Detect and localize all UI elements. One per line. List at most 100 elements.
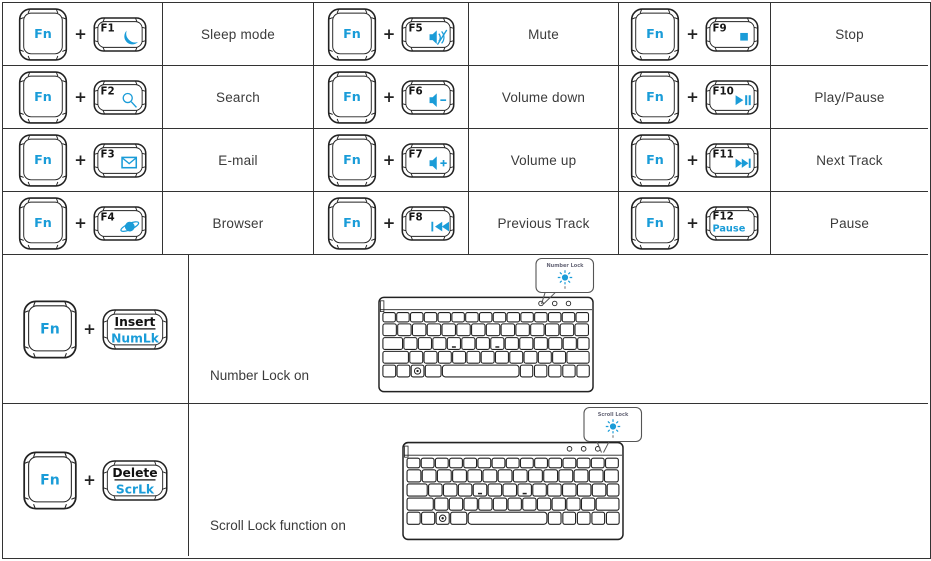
plus-sign: +: [382, 214, 396, 232]
shortcut-combo-f10: Fn + F10: [619, 66, 771, 129]
plus-sign: +: [382, 25, 396, 43]
plus-sign: +: [686, 25, 699, 43]
shortcut-combo-f2: Fn + F2: [3, 66, 163, 129]
email-icon: [121, 156, 137, 168]
action-label: Search: [163, 66, 314, 129]
action-label: Browser: [163, 192, 314, 255]
f8-key: F8: [401, 205, 455, 241]
action-label: E-mail: [163, 129, 314, 192]
play-pause-icon: [735, 94, 751, 105]
stop-icon: [740, 32, 748, 41]
fn-key: Fn: [327, 7, 376, 61]
action-label: Volume down: [469, 66, 619, 129]
fn-key: Fn: [327, 133, 376, 187]
svg-text:Insert: Insert: [114, 314, 155, 328]
action-label: Volume up: [469, 129, 619, 192]
keyboard-illustration: [402, 441, 624, 541]
shortcut-combo-f5: Fn + F5: [314, 3, 469, 66]
svg-text:Fn: Fn: [40, 472, 60, 488]
svg-text:F12: F12: [712, 210, 733, 222]
svg-text:Fn: Fn: [343, 89, 361, 104]
action-label: Stop: [771, 3, 928, 66]
plus-sign: +: [74, 151, 87, 169]
led-glow-icon: [605, 418, 621, 434]
shortcut-combo-f3: Fn + F3: [3, 129, 163, 192]
plus-sign: +: [74, 88, 87, 106]
svg-text:Delete: Delete: [112, 465, 157, 479]
fn-key: Fn: [19, 7, 68, 61]
svg-text:Fn: Fn: [343, 152, 361, 167]
svg-text:F11: F11: [712, 148, 733, 160]
shortcut-combo-f7: Fn + F7: [314, 129, 469, 192]
svg-text:NumLk: NumLk: [111, 331, 160, 345]
shortcut-combo-f11: Fn + F11: [619, 129, 771, 192]
plus-sign: +: [74, 214, 87, 232]
fn-key: Fn: [327, 70, 376, 124]
previous-track-icon: [431, 220, 451, 232]
volume-down-icon: [430, 93, 447, 107]
svg-text:Pause: Pause: [712, 223, 745, 234]
action-label: Previous Track: [469, 192, 619, 255]
led-glow-icon: [557, 269, 573, 285]
mute-icon: [430, 29, 447, 44]
plus-sign: +: [382, 151, 396, 169]
svg-text:F10: F10: [712, 85, 733, 97]
f10-key: F10: [705, 79, 759, 115]
action-label: Mute: [469, 3, 619, 66]
svg-text:Fn: Fn: [343, 26, 361, 41]
numlock-caption: Number Lock on: [210, 368, 310, 383]
moon-icon: [124, 30, 138, 44]
svg-text:F1: F1: [100, 22, 114, 34]
fn-key: Fn: [19, 70, 68, 124]
svg-text:Number Lock: Number Lock: [546, 263, 584, 269]
shortcut-combo-f4: Fn + F4: [3, 192, 163, 255]
action-label: Pause: [771, 192, 928, 255]
svg-text:ScrLk: ScrLk: [116, 482, 155, 496]
svg-text:F6: F6: [409, 85, 423, 97]
volume-up-icon: [430, 156, 447, 170]
plus-sign: +: [686, 214, 699, 232]
numlock-led-callout: Number Lock: [535, 257, 595, 305]
svg-text:Fn: Fn: [343, 215, 361, 230]
plus-sign: +: [382, 88, 396, 106]
action-label: Next Track: [771, 129, 928, 192]
svg-text:Fn: Fn: [646, 89, 664, 104]
shortcut-combo-f9: Fn + F9: [619, 3, 771, 66]
f7-key: F7: [401, 142, 455, 178]
f2-key: F2: [93, 79, 147, 115]
fn-key: Fn: [23, 299, 77, 359]
svg-text:F8: F8: [409, 211, 423, 223]
search-icon: [122, 92, 137, 108]
plus-sign: +: [83, 320, 96, 338]
fn-key: Fn: [631, 7, 680, 61]
f4-key: F4: [93, 205, 147, 241]
svg-text:Fn: Fn: [40, 321, 60, 337]
shortcut-combo-f6: Fn + F6: [314, 66, 469, 129]
svg-text:Fn: Fn: [34, 26, 52, 41]
plus-sign: +: [74, 25, 87, 43]
shortcut-combo-f1: Fn + F1: [3, 3, 163, 66]
svg-text:Fn: Fn: [646, 215, 664, 230]
svg-text:Scroll Lock: Scroll Lock: [598, 412, 629, 418]
svg-text:Fn: Fn: [34, 152, 52, 167]
fn-key: Fn: [23, 450, 77, 510]
scrolllock-caption: Scroll Lock function on: [210, 518, 346, 533]
function-key-rows: Fn + F1 Sleep mode Fn + F5 Mute Fn + F9 …: [3, 3, 930, 255]
svg-text:Fn: Fn: [34, 89, 52, 104]
f11-key: F11: [705, 142, 759, 178]
keyboard-illustration: [378, 296, 594, 393]
scrolllock-led-callout: Scroll Lock: [583, 406, 643, 453]
scrolllock-illustration-cell: Scroll Lock Scroll Lock function on: [189, 404, 928, 556]
svg-text:Fn: Fn: [646, 26, 664, 41]
svg-text:F7: F7: [409, 148, 423, 160]
fn-key: Fn: [631, 196, 680, 250]
f1-key: F1: [93, 16, 147, 52]
